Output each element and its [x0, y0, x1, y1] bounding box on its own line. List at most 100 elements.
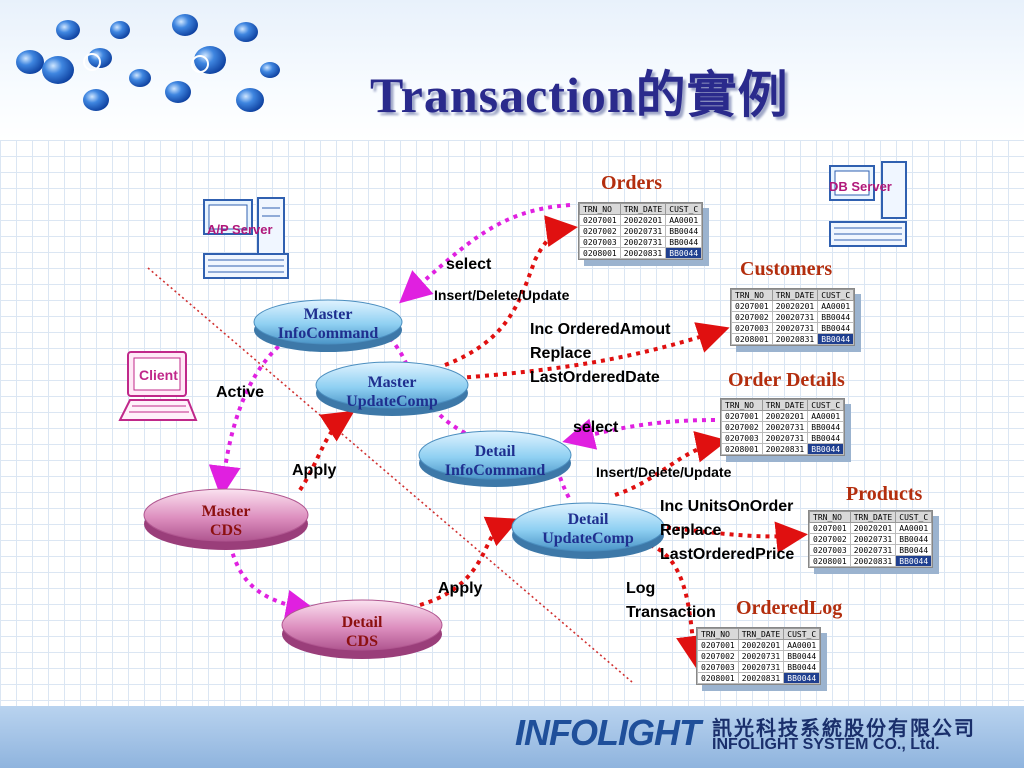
grid-cell: BB0044: [817, 322, 855, 334]
grid-cell: 0207002: [731, 311, 773, 323]
detail-cds-line1: Detail: [341, 614, 383, 631]
grid-cell: 0208001: [731, 333, 773, 345]
detail-link-2: [553, 459, 572, 501]
products-title: Products: [846, 483, 923, 505]
update-arrow-customers: [457, 322, 730, 380]
grid-cell: BB0044: [895, 533, 933, 545]
page-title: Transaction的實例: [370, 67, 789, 123]
grid-header-cell: TRN_DATE: [849, 511, 897, 523]
divider-line: [147, 267, 633, 683]
grid-cell: 0207001: [697, 639, 739, 651]
master-infocommand-node: Master InfoCommand: [268, 305, 388, 343]
master-updatecomp-node: Master UpdateComp: [332, 373, 452, 411]
grid-cell: BB0044: [807, 432, 845, 444]
order-details-title: Order Details: [728, 369, 845, 391]
grid-cell: 0208001: [697, 672, 739, 684]
grid-header-cell: TRN_NO: [721, 399, 763, 411]
grid-cell: BB0044: [665, 225, 703, 237]
grid-cell: BB0044: [817, 311, 855, 323]
master-link: [388, 336, 410, 369]
detail-cds-line2: CDS: [345, 633, 378, 650]
grid-cell: BB0044: [807, 443, 845, 455]
db-server-icon: [829, 161, 907, 247]
grid-cell: BB0044: [665, 236, 703, 248]
active-arrow: [208, 328, 302, 498]
grid-cell: AA0001: [665, 214, 703, 226]
grid-cell: 20020201: [761, 410, 809, 422]
db-server-label: DB Server: [829, 179, 892, 194]
grid-cell: 20020731: [771, 311, 819, 323]
grid-cell: 20020731: [761, 421, 809, 433]
replace-label-1: Replace: [530, 345, 592, 362]
select-label-2: select: [573, 419, 619, 436]
grid-cell: 20020731: [737, 661, 785, 673]
detail-infocommand-node: Detail InfoCommand: [432, 442, 558, 480]
master-updatecomp-line2: UpdateComp: [346, 393, 438, 410]
grid-cell: 20020731: [619, 236, 667, 248]
infolight-logo: INFOLIGHT: [515, 712, 701, 753]
transaction-label: Transaction: [626, 604, 716, 621]
select-label-1: select: [446, 256, 492, 273]
grid-cell: AA0001: [807, 410, 845, 422]
footer-band: [0, 706, 1024, 768]
master-infocommand-line2: InfoCommand: [277, 325, 379, 342]
grid-cell: 0208001: [579, 247, 621, 259]
orderedlog-title: OrderedLog: [736, 597, 843, 619]
grid-cell: BB0044: [783, 650, 821, 662]
grid-cell: 20020731: [771, 322, 819, 334]
inc-label-1: Inc OrderedAmout: [530, 321, 671, 338]
grid-cell: 20020731: [761, 432, 809, 444]
grid-cell: 0207002: [809, 533, 851, 545]
update-arrow-orders: [444, 215, 578, 367]
grid-cell: 20020201: [619, 214, 667, 226]
grid-header-cell: TRN_NO: [579, 203, 621, 215]
insert-label-1: Insert/Delete/Update: [434, 287, 570, 303]
grid-cell: 0207003: [731, 322, 773, 334]
master-updatecomp-line1: Master: [367, 374, 417, 391]
detail-cds-arrow: [228, 544, 318, 622]
grid-header-cell: CUST_C: [665, 203, 703, 215]
orders-title: Orders: [601, 172, 663, 194]
grid-cell: 0207002: [721, 421, 763, 433]
grid-cell: 0207001: [579, 214, 621, 226]
grid-cell: 20020831: [761, 443, 809, 455]
grid-cell: 20020201: [849, 522, 897, 534]
detail-updatecomp-node: Detail UpdateComp: [528, 510, 648, 548]
grid-cell: 20020831: [619, 247, 667, 259]
grid-cell: 20020731: [619, 225, 667, 237]
replace-label-2: Replace: [660, 522, 722, 539]
grid-header-cell: TRN_NO: [731, 289, 773, 301]
detail-infocommand-line2: InfoCommand: [444, 462, 546, 479]
grid-cell: 0207001: [809, 522, 851, 534]
detail-updatecomp-line2: UpdateComp: [542, 530, 634, 547]
grid-header-cell: CUST_C: [807, 399, 845, 411]
client-laptop-icon: [118, 351, 198, 421]
detail-infocommand-line1: Detail: [474, 443, 516, 460]
grid-header-cell: CUST_C: [817, 289, 855, 301]
company-name-english: INFOLIGHT SYSTEM CO., Ltd.: [712, 736, 940, 753]
master-infocommand-line1: Master: [303, 306, 353, 323]
detail-updatecomp-line1: Detail: [567, 511, 609, 528]
